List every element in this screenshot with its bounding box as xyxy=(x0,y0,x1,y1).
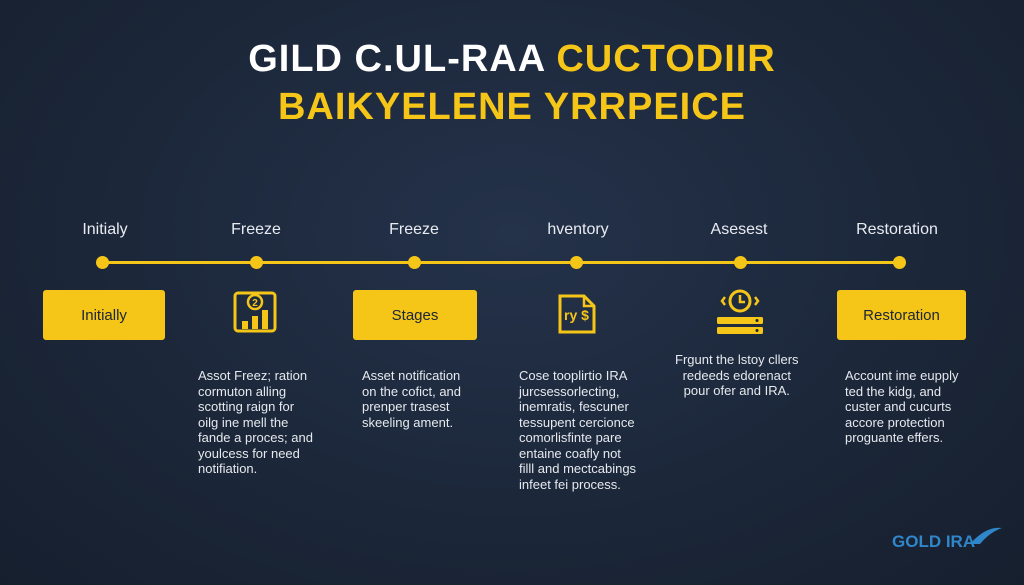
chart-bars-icon: 2 xyxy=(232,288,280,341)
step-label-2: Freeze xyxy=(231,221,281,238)
timeline-dot-1 xyxy=(96,256,109,269)
timeline-dot-4 xyxy=(570,256,583,269)
svg-text:2: 2 xyxy=(252,298,258,309)
timeline-dot-5 xyxy=(734,256,747,269)
swoosh-icon xyxy=(968,524,1004,553)
page-title-line-2: BAIKYELENE YRRPEICE xyxy=(277,86,747,128)
document-icon: ry $ xyxy=(552,292,600,341)
page-title-line-1: GILD C.UL-RAA CUCTODIIR xyxy=(0,38,1024,81)
step-label-5: Asesest xyxy=(710,221,768,238)
step-1-description: Assot Freez; ration cormuton alling scot… xyxy=(198,368,313,476)
svg-text:ry $: ry $ xyxy=(564,307,589,323)
step-label-3: Freeze xyxy=(389,221,439,238)
timeline-dot-3 xyxy=(408,256,421,269)
step-box-restoration: Restoration xyxy=(837,290,966,340)
step-label-1: Initialy xyxy=(82,221,128,238)
timeline-line xyxy=(102,261,900,264)
step-5-description: Frgunt the lstoy cllers redeeds edorenac… xyxy=(675,352,799,398)
step-6-description: Account ime eupply ted the kidg, and cus… xyxy=(845,368,959,445)
clock-server-icon xyxy=(713,288,767,341)
step-box-initially: Initially xyxy=(43,290,165,340)
title-yellow-part: CUCTODIIR xyxy=(556,38,776,80)
timeline-dot-6 xyxy=(893,256,906,269)
step-label-4: hventory xyxy=(547,221,609,238)
brand-logo-text: GOLD IRA xyxy=(892,532,976,551)
step-label-6: Restoration xyxy=(856,221,938,238)
step-4-description: Cose tooplirtio IRA jurcsessorlecting, i… xyxy=(519,368,637,492)
title-white-part: GILD C.UL-RAA xyxy=(248,38,557,80)
step-box-stages: Stages xyxy=(353,290,477,340)
timeline-dot-2 xyxy=(250,256,263,269)
step-3-description: Asset notification on the cofict, and pr… xyxy=(362,368,462,430)
